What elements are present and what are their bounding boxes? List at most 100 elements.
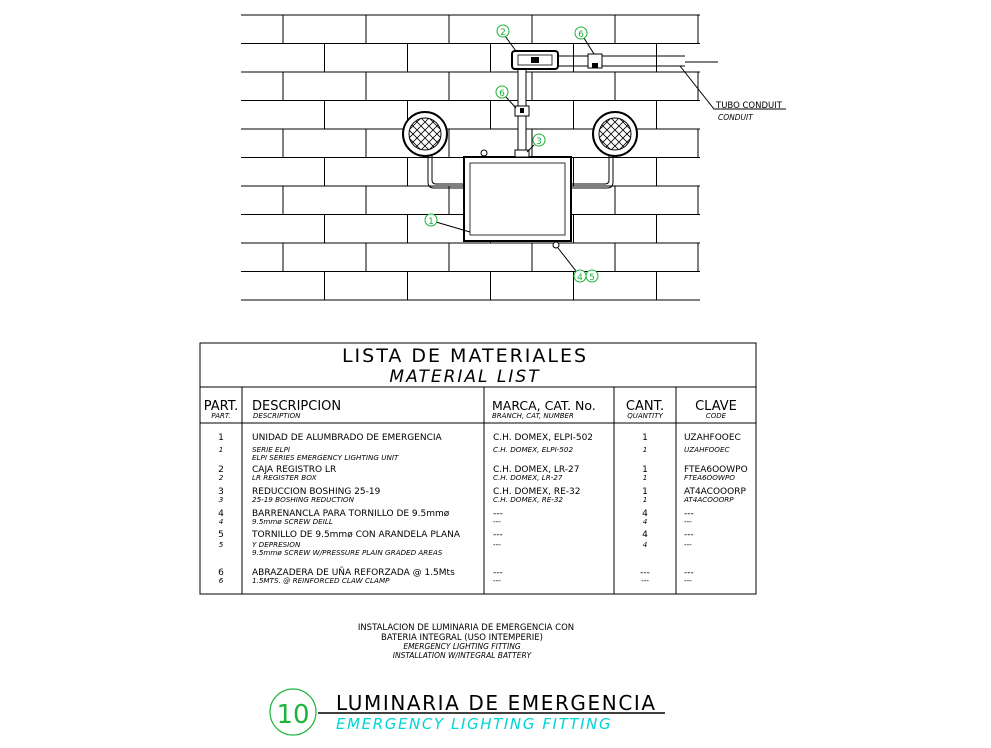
callout-2: 2 [500, 28, 506, 38]
table-cell-description: ABRAZADERA DE UÑA REFORZADA @ 1.5Mts [252, 567, 455, 578]
table-cell-brand: --- [493, 509, 503, 519]
callout-1: 1 [428, 217, 434, 227]
note-line-1: INSTALACION DE LUMINARIA DE EMERGENCIA C… [358, 623, 574, 633]
left-lamp-head [402, 111, 448, 157]
table-cell-code: AT4ACOOORP [684, 487, 746, 497]
table-cell-part: 5 [218, 530, 224, 540]
lr-junction-box [511, 50, 559, 70]
installation-notes: INSTALACION DE LUMINARIA DE EMERGENCIA C… [358, 623, 574, 660]
table-cell-quantity: 1 [643, 495, 648, 504]
table-cell-part: 6 [219, 576, 224, 585]
table-rows: 1 UNIDAD DE ALUMBRADO DE EMERGENCIA C.H. D… [218, 433, 748, 585]
table-cell-description: LR REGISTER BOX [252, 473, 318, 482]
table-cell-brand: --- [493, 576, 501, 585]
table-cell-quantity: --- [641, 576, 649, 585]
table-cell-brand: C.H. DOMEX, LR-27 [493, 465, 579, 475]
note-line-3: EMERGENCY LIGHTING FITTING [403, 642, 520, 651]
callout-3: 3 [536, 137, 542, 147]
mounting-screw [552, 241, 560, 249]
callouts: 2 6 6 3 1 4 5 [424, 24, 599, 283]
header-brand-sub: BRANCH, CAT, NUMBER [492, 412, 574, 420]
table-cell-code: --- [684, 568, 694, 578]
table-cell-code: --- [684, 509, 694, 519]
table-cell-brand: --- [493, 568, 503, 578]
table-cell-part: 1 [218, 433, 224, 443]
table-cell-quantity: 4 [642, 530, 648, 540]
table-cell-part: 6 [218, 568, 224, 578]
note-line-4: INSTALLATION W/INTEGRAL BATTERY [393, 651, 533, 660]
table-cell-quantity: 1 [642, 487, 648, 497]
material-list-table: LISTA DE MATERIALES MATERIAL LIST PART. … [199, 342, 757, 595]
header-part: PART. [204, 399, 239, 414]
table-cell-code: --- [684, 517, 692, 526]
title-block: 10 LUMINARIA DE EMERGENCIA EMERGENCY LIG… [269, 688, 665, 736]
table-cell-code: FTEA6OOWPO [684, 465, 748, 475]
emergency-light-fixture [402, 50, 786, 249]
header-brand: MARCA, CAT. No. [492, 398, 596, 413]
table-cell-quantity: 4 [643, 540, 648, 549]
table-cell-brand: --- [493, 540, 501, 549]
table-cell-part: 4 [219, 517, 224, 526]
table-cell-part: 4 [218, 509, 224, 519]
drawing-subtitle: EMERGENCY LIGHTING FITTING [336, 715, 612, 733]
table-cell-description: CAJA REGISTRO LR [252, 465, 336, 475]
emergency-unit-box [463, 156, 572, 242]
table-cell-part: 3 [219, 495, 224, 504]
table-cell-quantity: 1 [642, 433, 648, 443]
table-cell-code: --- [684, 540, 692, 549]
table-cell-description: SERIE ELPI [252, 445, 290, 454]
table-cell-part: 5 [219, 540, 224, 549]
table-subtitle: MATERIAL LIST [389, 367, 540, 387]
header-description-sub: DESCRIPTION [253, 412, 301, 420]
table-cell-brand: C.H. DOMEX, RE-32 [493, 495, 563, 504]
header-quantity: CANT. [626, 399, 664, 414]
right-lamp-head [592, 111, 638, 157]
table-cell-code: UZAHFOOEC [684, 433, 741, 443]
table-cell-quantity: 1 [642, 465, 648, 475]
table-cell-description: UNIDAD DE ALUMBRADO DE EMERGENCIA [252, 433, 443, 443]
table-cell-brand: C.H. DOMEX, LR-27 [493, 473, 563, 482]
table-cell-brand: C.H. DOMEX, ELPI-502 [493, 445, 573, 454]
table-cell-part: 1 [219, 445, 224, 454]
conduit-label: TUBO CONDUIT [715, 101, 783, 111]
drawing-number-circle [269, 688, 317, 736]
table-cell-quantity: 1 [643, 473, 648, 482]
table-cell-description: ELPI SERIES EMERGENCY LIGHTING UNIT [252, 453, 399, 462]
table-cell-description: 1.5MTS. @ REINFORCED CLAW CLAMP [252, 576, 390, 585]
callout-6-mid: 6 [499, 89, 505, 99]
drawing-number: 10 [276, 700, 309, 730]
table-cell-description: 9.5mmø SCREW W/PRESSURE PLAIN GRADED ARE… [252, 548, 443, 557]
table-cell-description: 9.5mmø SCREW DEILL [252, 517, 333, 526]
table-cell-description: REDUCCION BOSHING 25-19 [252, 487, 381, 497]
table-cell-brand: C.H. DOMEX, ELPI-502 [493, 433, 593, 443]
drawing-title: LUMINARIA DE EMERGENCIA [336, 691, 657, 715]
table-cell-description: BARRENANCLA PARA TORNILLO DE 9.5mmø [252, 509, 450, 519]
table-cell-part: 2 [218, 465, 224, 475]
table-cell-quantity: 4 [643, 517, 648, 526]
table-cell-code: --- [684, 576, 692, 585]
header-code-sub: CODE [706, 412, 727, 420]
table-cell-part: 3 [218, 487, 224, 497]
table-cell-quantity: 1 [643, 445, 648, 454]
callout-4: 4 [577, 273, 583, 283]
table-cell-brand: --- [493, 530, 503, 540]
header-description: DESCRIPCION [252, 399, 341, 414]
header-quantity-sub: QUANTITY [627, 412, 663, 420]
note-line-2: BATERIA INTEGRAL (USO INTEMPERIE) [381, 633, 543, 643]
table-cell-quantity: --- [640, 568, 650, 578]
table-cell-description: Y DEPRESION [252, 540, 301, 549]
table-cell-brand: --- [493, 517, 501, 526]
table-cell-code: FTEA6OOWPO [684, 473, 735, 482]
callout-5: 5 [589, 273, 595, 283]
header-part-sub: PART. [211, 412, 230, 420]
callout-6-top: 6 [578, 30, 584, 40]
table-cell-description: 25-19 BOSHING REDUCTION [252, 495, 355, 504]
table-cell-code: AT4ACOOORP [683, 495, 734, 504]
table-cell-brand: C.H. DOMEX, RE-32 [493, 487, 580, 497]
header-code: CLAVE [695, 399, 737, 414]
table-cell-code: UZAHFOOEC [684, 445, 730, 454]
table-cell-part: 2 [219, 473, 224, 482]
table-cell-quantity: 4 [642, 509, 648, 519]
conduit-label-en: CONDUIT [718, 113, 754, 122]
